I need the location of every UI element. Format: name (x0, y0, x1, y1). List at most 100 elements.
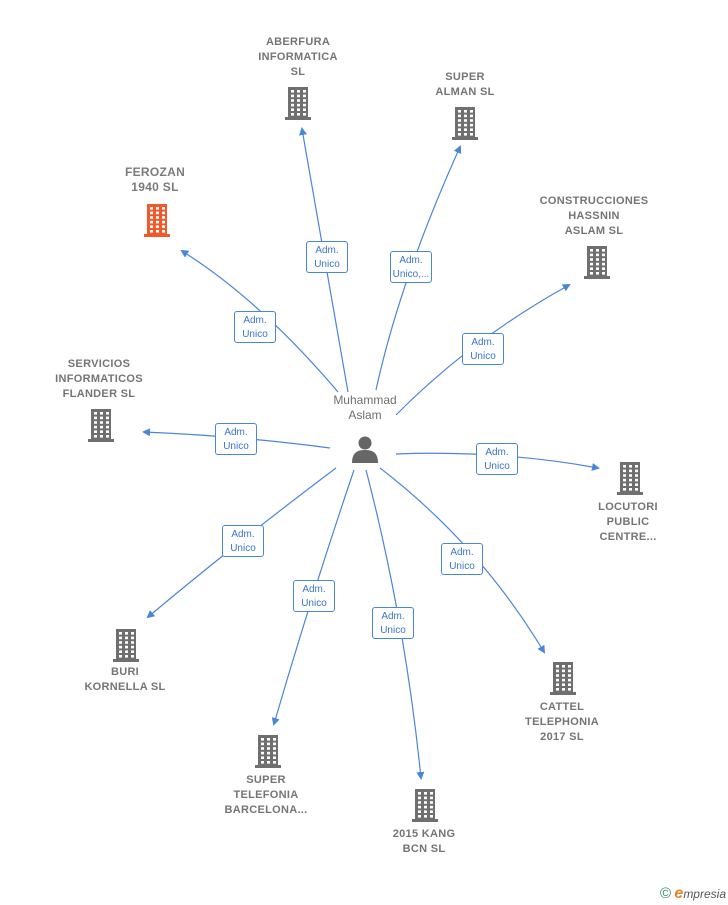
edge-label-line: Adm. (450, 547, 474, 558)
node-servicios[interactable] (85, 407, 117, 443)
edge-label-line: Unico (314, 259, 340, 270)
building-icon[interactable] (614, 460, 646, 496)
building-icon[interactable] (252, 733, 284, 769)
node-construcciones[interactable] (581, 244, 613, 280)
company-name-line: CENTRE... (599, 531, 657, 543)
company-name-line: SUPER (445, 71, 485, 83)
edge-label-line: Unico,... (392, 269, 430, 280)
company-name: SUPER TELEFONIA BARCELONA... (186, 773, 346, 818)
node-aberfura[interactable] (282, 85, 314, 121)
node-label-super-telefonia[interactable]: SUPER TELEFONIA BARCELONA... (186, 773, 346, 818)
edge-label-line: Adm. (243, 315, 267, 326)
edge-label-line: Adm. (485, 447, 509, 458)
center-person-name[interactable]: Muhammad Aslam (310, 393, 420, 423)
node-label-super-alman[interactable]: SUPER ALMAN SL (385, 70, 545, 100)
edge-label-line: Unico (223, 441, 249, 452)
edge-label-super-alman[interactable]: Adm. Unico,... (390, 251, 432, 283)
edge-label-line: Unico (242, 329, 268, 340)
building-icon[interactable] (282, 85, 314, 121)
company-name-line: PUBLIC (606, 516, 650, 528)
building-icon[interactable] (409, 787, 441, 823)
company-name-line: BURI (110, 666, 140, 678)
edge-aberfura (299, 127, 349, 393)
brand-logo: empresia (674, 885, 726, 902)
company-name-line: TELEFONIA (233, 789, 299, 801)
edge-label-locutori[interactable]: Adm. Unico (476, 443, 518, 475)
company-name-line: 2017 SL (540, 731, 584, 743)
company-name-line: CATTEL (539, 701, 585, 713)
building-icon[interactable] (449, 105, 481, 141)
company-name-line: BCN SL (402, 843, 446, 855)
node-super-alman[interactable] (449, 105, 481, 141)
company-name: LOCUTORI PUBLIC CENTRE... (548, 500, 708, 545)
building-icon[interactable] (547, 660, 579, 696)
edge-label-line: Unico (449, 561, 475, 572)
company-name-line: FEROZAN (124, 165, 186, 179)
edge-label-buri[interactable]: Adm.Unico (222, 525, 264, 557)
company-name-line: FLANDER SL (62, 388, 136, 400)
company-name-line: CONSTRUCCIONES (539, 195, 649, 207)
brand-name: mpresia (683, 887, 726, 901)
company-name: 2015 KANG BCN SL (344, 827, 504, 857)
company-name-line: KORNELLA SL (84, 681, 166, 693)
edge-label-line: Adm. (315, 245, 339, 256)
edge-label-cattel[interactable]: Adm. Unico (441, 543, 483, 575)
company-name-line: SL (290, 66, 306, 78)
company-name-line: SUPER (246, 774, 286, 786)
edge-label-line: Unico (230, 543, 256, 554)
footer-brand[interactable]: © empresia (660, 885, 726, 903)
node-label-buri[interactable]: BURI KORNELLA SL (45, 665, 205, 695)
person-icon[interactable] (350, 434, 380, 464)
node-label-locutori[interactable]: LOCUTORI PUBLIC CENTRE... (548, 500, 708, 545)
building-icon[interactable] (141, 202, 173, 238)
node-super-telefonia[interactable] (252, 733, 284, 769)
edge-label-line: Unico (301, 598, 327, 609)
node-locutori[interactable] (614, 460, 646, 496)
edge-label-line: Adm. (471, 337, 495, 348)
edge-label-2015-kang[interactable]: Adm. Unico (372, 607, 414, 639)
building-icon[interactable] (110, 627, 142, 663)
company-name-line: 1940 SL (131, 180, 179, 194)
edge-label-line: Unico (380, 625, 406, 636)
building-icon[interactable] (581, 244, 613, 280)
company-name: SUPER ALMAN SL (385, 70, 545, 100)
company-name: CATTEL TELEPHONIA 2017 SL (482, 700, 642, 745)
company-name: BURI KORNELLA SL (45, 665, 205, 695)
company-name-line: ALMAN SL (435, 86, 495, 98)
node-buri[interactable] (110, 627, 142, 663)
edge-label-super-telefonia[interactable]: Adm. Unico (293, 580, 335, 612)
edge-label-line: Unico (470, 351, 496, 362)
company-name-line: BARCELONA... (224, 804, 308, 816)
edge-label-line: Adm. (399, 255, 423, 266)
node-ferozan[interactable] (141, 202, 173, 238)
company-name-line: ASLAM SL (564, 225, 624, 237)
company-name-line: TELEPHONIA (525, 716, 599, 728)
node-label-cattel[interactable]: CATTEL TELEPHONIA 2017 SL (482, 700, 642, 745)
company-name-line: ABERFURA (265, 36, 331, 48)
building-icon[interactable] (85, 407, 117, 443)
edge-label-aberfura[interactable]: Adm. Unico (306, 241, 348, 273)
edge-label-servicios[interactable]: Adm. Unico (215, 423, 257, 455)
edge-label-line: Unico (484, 461, 510, 472)
edge-label-line: Adm. (224, 427, 248, 438)
edge-label-ferozan[interactable]: Adm. Unico (234, 311, 276, 343)
edge-label-construcciones[interactable]: Adm. Unico (462, 333, 504, 365)
edge-label-line: Adm. (302, 584, 326, 595)
company-name-line: SERVICIOS (67, 358, 131, 370)
edge-label-line: Adm. (381, 611, 405, 622)
company-name-line: LOCUTORI (598, 501, 658, 513)
company-name-line: 2015 KANG (392, 828, 456, 840)
copyright-symbol: © (660, 885, 672, 902)
node-label-2015-kang[interactable]: 2015 KANG BCN SL (344, 827, 504, 857)
node-2015-kang[interactable] (409, 787, 441, 823)
center-name-line-1: Muhammad (333, 393, 397, 407)
node-cattel[interactable] (547, 660, 579, 696)
